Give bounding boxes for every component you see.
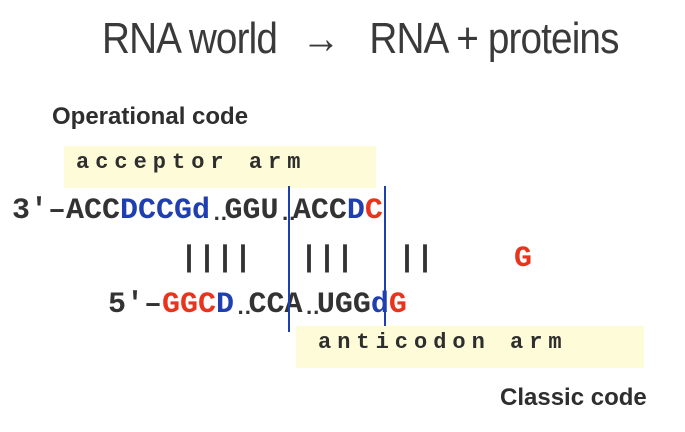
operational-code-label: Operational code — [52, 103, 249, 130]
acceptor-arm-box: acceptor arm — [64, 146, 376, 188]
strand-5prime: 5′–GGCD..CCA..UGGdG — [108, 290, 407, 320]
strand-5prime-dots-1: .. — [234, 296, 255, 321]
separator-line-1 — [288, 186, 290, 332]
strand-3prime-acc-2: ACC — [292, 194, 347, 228]
pair-group-2: ||| — [300, 242, 355, 276]
strand-5prime-ugg: UGG — [316, 288, 371, 322]
anticodon-arm-label: anticodon arm — [318, 330, 568, 355]
acceptor-arm-label: acceptor arm — [76, 150, 307, 175]
separator-line-2 — [384, 186, 386, 332]
unpaired-g: G — [514, 242, 533, 276]
title-rna-world: RNA world — [102, 14, 278, 63]
title-rna-proteins: RNA + proteins — [369, 14, 619, 63]
strand-3prime-dots-2: .. — [278, 202, 299, 227]
strand-5prime-d: D — [216, 288, 235, 322]
strand-3prime-dccg: DCCG — [120, 194, 193, 228]
strand-3prime-prefix: 3′– — [12, 194, 67, 228]
strand-3prime: 3′–ACCDCCGd..GGU..ACCDC — [12, 196, 383, 226]
strand-3prime-acc: ACC — [66, 194, 121, 228]
strand-5prime-g: G — [388, 288, 407, 322]
anticodon-arm-box: anticodon arm — [296, 326, 644, 368]
pair-group-1: |||| — [180, 242, 253, 276]
pair-group-3: || — [398, 242, 435, 276]
classic-code-label: Classic code — [500, 384, 647, 411]
strand-5prime-prefix: 5′– — [108, 288, 163, 322]
strand-3prime-d-2: D — [346, 194, 365, 228]
diagram-title: RNA world → RNA + proteins — [102, 14, 619, 64]
strand-5prime-d-2: d — [370, 288, 389, 322]
strand-3prime-d: d — [192, 194, 211, 228]
strand-3prime-ggu: GGU — [224, 194, 279, 228]
strand-3prime-c: C — [364, 194, 383, 228]
strand-5prime-ggc: GGC — [162, 288, 217, 322]
strand-5prime-dots-2: .. — [302, 296, 323, 321]
strand-5prime-cca: CCA — [248, 288, 303, 322]
arrow-icon: → — [301, 14, 341, 63]
strand-3prime-dots-1: .. — [210, 202, 231, 227]
